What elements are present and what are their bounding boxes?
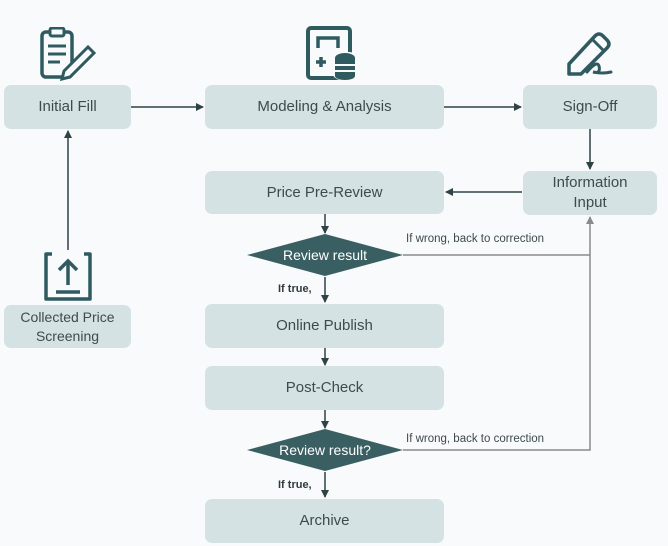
- node-label-line2: Screening: [35, 327, 100, 344]
- edge-label-wrong-2: If wrong, back to correction: [406, 433, 545, 445]
- node-label-line2: Input: [573, 194, 607, 211]
- decision-label-1: Review result: [282, 247, 368, 263]
- node-information-input: Information Input: [523, 171, 657, 215]
- decision-label-2: Review result?: [279, 442, 371, 458]
- node-label: Initial Fill: [38, 98, 97, 115]
- pen-signature-icon: [567, 32, 613, 76]
- node-label-line1: Information: [552, 174, 628, 191]
- node-online-publish: Online Publish: [205, 304, 444, 348]
- calculator-database-icon: [306, 26, 358, 80]
- node-label: Modeling & Analysis: [257, 98, 392, 115]
- clipboard-edit-icon: [40, 27, 96, 81]
- node-collected-price-screening: Collected Price Screening: [4, 305, 131, 348]
- edge-label-wrong-1: If wrong, back to correction: [406, 233, 545, 245]
- node-initial-fill: Initial Fill: [4, 85, 131, 129]
- node-sign-off: Sign-Off: [523, 85, 657, 129]
- edge-label-true-1: If true,: [278, 283, 312, 295]
- node-price-pre-review: Price Pre-Review: [205, 171, 444, 214]
- node-label: Price Pre-Review: [266, 183, 383, 201]
- node-label-line1: Collected Price: [20, 308, 115, 325]
- upload-icon: [44, 252, 92, 301]
- node-modeling-analysis: Modeling & Analysis: [205, 85, 444, 129]
- node-label: Online Publish: [276, 317, 373, 334]
- diamond-review-result-2: [247, 429, 403, 471]
- node-label: Post-Check: [285, 379, 364, 396]
- node-post-check: Post-Check: [205, 366, 444, 410]
- edge-label-true-2: If true,: [278, 479, 312, 491]
- node-label: Archive: [299, 512, 350, 529]
- feedback-line-2: [403, 216, 594, 451]
- diamond-review-result-1: [247, 234, 403, 276]
- node-archive: Archive: [205, 499, 444, 543]
- node-label: Sign-Off: [562, 98, 618, 115]
